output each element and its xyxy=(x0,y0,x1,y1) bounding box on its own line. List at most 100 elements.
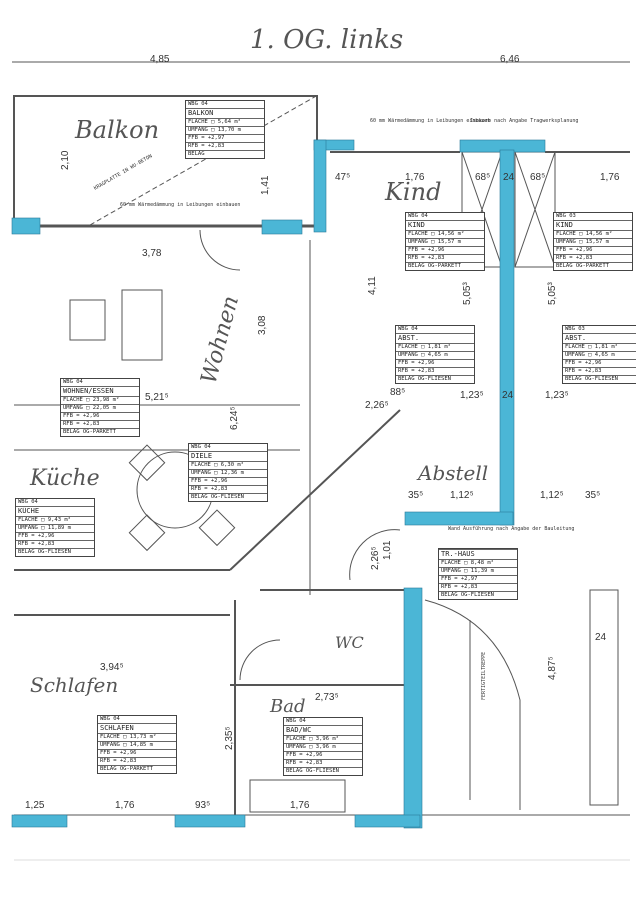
room-table-wbg: WBG 04 xyxy=(188,101,208,107)
plan-text: Wand Ausführung nach Angabe der Bauleitu… xyxy=(448,526,574,532)
plan-text: 4,85 xyxy=(150,54,170,65)
room-table-umfang: UMFANG □ 22,05 m xyxy=(61,404,139,412)
plan-text: 2,35⁵ xyxy=(224,726,235,750)
plan-text: 68⁵ xyxy=(475,172,490,183)
room-table-name: TR.-HAUS xyxy=(439,549,517,559)
room-table-wbg: WBG 04 xyxy=(63,379,83,385)
plan-text: 5,05³ xyxy=(547,282,558,305)
room-table-ffb: FFB = +2,96 xyxy=(189,477,267,485)
room-table-ffb: FFB = +2,96 xyxy=(284,751,362,759)
label-balkon: Balkon xyxy=(74,116,159,144)
plan-text: 35⁵ xyxy=(408,490,423,501)
room-table-flaeche: FLÄCHE □ 1,81 m² xyxy=(563,343,636,351)
room-table-name: KÜCHE xyxy=(16,506,94,516)
room-table-name: KIND xyxy=(406,220,484,230)
room-table-name: BALKON xyxy=(186,108,264,118)
plan-text: 1,12⁵ xyxy=(450,490,474,501)
room-table-wbg: WBG 04 xyxy=(286,718,306,724)
room-table-name: WOHNEN/ESSEN xyxy=(61,386,139,396)
room-table-ffb: FFB = +2,96 xyxy=(563,359,636,367)
plan-text: 3,94⁵ xyxy=(100,662,124,673)
plan-text: 1,23⁵ xyxy=(460,390,484,401)
room-table-name: ABST. xyxy=(563,333,636,343)
room-table-flaeche: FLÄCHE □ 6,30 m² xyxy=(189,461,267,469)
room-table-name: BAD/WC xyxy=(284,725,362,735)
room-table-ffb: FFB = +2,96 xyxy=(61,412,139,420)
room-table-umfang: UMFANG □ 15,57 m xyxy=(406,238,484,246)
room-table-rfb: RFB = +2,83 xyxy=(406,254,484,262)
plan-text: 47⁵ xyxy=(335,172,350,183)
room-table-flaeche: FLÄCHE □ 3,96 m² xyxy=(284,735,362,743)
room-table-umfang: UMFANG □ 12,36 m xyxy=(189,469,267,477)
label-wc: WC xyxy=(335,633,364,652)
room-table-belag: BELAG OG-PARKETT xyxy=(406,262,484,270)
room-table-umfang: UMFANG □ 4,65 m xyxy=(396,351,474,359)
room-table-umfang: UMFANG □ 3,96 m xyxy=(284,743,362,751)
room-table-rfb: RFB = +2,83 xyxy=(189,485,267,493)
room-table-wbg: WBG 04 xyxy=(408,213,428,219)
room-table-rfb: RFB = +2,83 xyxy=(554,254,632,262)
plan-text: 4,11 xyxy=(367,276,378,295)
plan-text: 6,46 xyxy=(500,54,520,65)
plan-text: 24 xyxy=(502,390,514,401)
room-table-belag: BELAG OG-PARKETT xyxy=(61,428,139,436)
plan-text: 1,76 xyxy=(405,172,425,183)
plan-text: 6,24⁵ xyxy=(229,406,240,430)
plan-text: 60 mm Wärmedämmung in Leibungen einbauen xyxy=(370,118,490,124)
room-table-belag: BELAG OG-FLIESEN xyxy=(563,375,636,383)
plan-text: 93⁵ xyxy=(195,800,210,811)
plan-text: 1,41 xyxy=(260,175,271,195)
room-table-ffb: FFB = +2,96 xyxy=(16,532,94,540)
room-table-rfb: RFB = +2,83 xyxy=(98,757,176,765)
room-table-belag: BELAG OG-FLIESEN xyxy=(16,548,94,556)
plan-text: FERTIGTEILTREPPE xyxy=(481,652,487,700)
room-table-flaeche: FLÄCHE □ 13,73 m² xyxy=(98,733,176,741)
plan-text: 60 mm Wärmedämmung in Leibungen einbauen xyxy=(120,202,240,208)
room-table-flaeche: FLÄCHE □ 8,48 m² xyxy=(439,559,517,567)
room-table-flaeche: FLÄCHE □ 14,56 m² xyxy=(554,230,632,238)
plan-text: 2,26⁵ xyxy=(365,400,389,411)
label-bad: Bad xyxy=(269,696,305,717)
room-table-rfb: RFB = +2,83 xyxy=(16,540,94,548)
room-table-flaeche: FLÄCHE □ 14,56 m² xyxy=(406,230,484,238)
plan-text: Isokorb nach Angabe Tragwerksplanung xyxy=(470,118,578,124)
room-table-belag: BELAG OG-PARKETT xyxy=(554,262,632,270)
room-table-belag: BELAG OG-FLIESEN xyxy=(396,375,474,383)
room-table-belag: BELAG OG-FLIESEN xyxy=(189,493,267,501)
room-table-name: ABST. xyxy=(396,333,474,343)
room-table-flaeche: FLÄCHE □ 23,98 m² xyxy=(61,396,139,404)
room-table-belag: BELAG OG-FLIESEN xyxy=(284,767,362,775)
room-table-wbg: WBG 03 xyxy=(556,213,576,219)
plan-text: 5,21⁵ xyxy=(145,392,169,403)
plan-text: 4,87⁵ xyxy=(547,656,558,680)
plan-text: 3,08 xyxy=(257,315,268,335)
plan-text: 68⁵ xyxy=(530,172,545,183)
room-table-ffb: FFB = +2,96 xyxy=(98,749,176,757)
label-kueche: Küche xyxy=(29,466,100,491)
room-table-rfb: RFB = +2,83 xyxy=(563,367,636,375)
room-table-umfang: UMFANG □ 11,39 m xyxy=(439,567,517,575)
room-table-wbg: WBG 04 xyxy=(398,326,418,332)
plan-text: 24 xyxy=(595,632,607,643)
room-table-umfang: UMFANG □ 14,85 m xyxy=(98,741,176,749)
plan-text: 1,76 xyxy=(115,800,135,811)
sheet-title: 1. OG. links xyxy=(250,25,403,55)
label-kind: Kind xyxy=(384,178,441,206)
room-table-flaeche: FLÄCHE □ 9,43 m² xyxy=(16,516,94,524)
plan-text: 24 xyxy=(503,172,515,183)
room-table-wbg: WBG 04 xyxy=(18,499,38,505)
room-table-ffb: FFB = +2,96 xyxy=(396,359,474,367)
plan-text: 88⁵ xyxy=(390,387,405,398)
room-table-ffb: FFB = +2,97 xyxy=(186,134,264,142)
plan-text: 2,26⁵ xyxy=(370,546,381,570)
room-table-umfang: UMFANG □ 13,70 m xyxy=(186,126,264,134)
room-table-ffb: FFB = +2,96 xyxy=(554,246,632,254)
room-table-umfang: UMFANG □ 4,65 m xyxy=(563,351,636,359)
room-table-belag: BELAG xyxy=(186,150,264,158)
